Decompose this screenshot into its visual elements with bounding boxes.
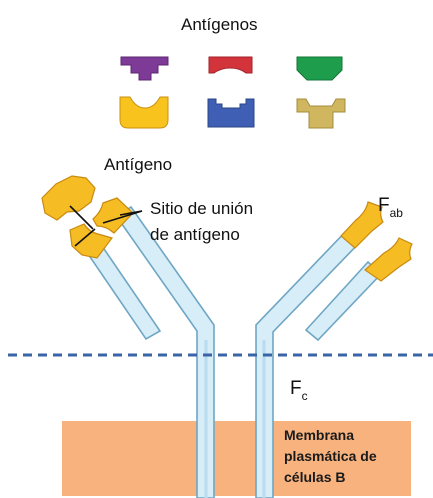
- antigen-purple: [120, 56, 169, 81]
- antigens-title: Antígenos: [181, 15, 258, 34]
- fab-sub: ab: [390, 206, 404, 220]
- antibody: [41, 175, 413, 498]
- pointer-line-4: [74, 228, 96, 247]
- antigen-blue: [207, 98, 255, 128]
- binding-site-label-line-2: de antígeno: [150, 225, 240, 244]
- binding-site-label-line-1: Sitio de unión: [150, 199, 253, 218]
- antigen-red: [208, 56, 253, 74]
- fab-tip-left-lower: [69, 223, 114, 259]
- left-heavy-chain: [115, 205, 215, 498]
- membrane-label-line-2: plasmática de: [284, 448, 377, 464]
- pointer-line-3: [69, 205, 94, 230]
- fab-label: Fab: [378, 195, 403, 220]
- plasma-membrane: [62, 421, 411, 496]
- fab-tip-right-upper: [340, 201, 384, 249]
- antigen-khaki: [296, 98, 346, 129]
- fc-sub: c: [302, 389, 308, 403]
- binding-site-pointers: [69, 205, 143, 247]
- antigen-legend-row-2: [119, 96, 346, 129]
- bound-antigen: [41, 175, 96, 221]
- antigen-green: [296, 56, 343, 81]
- pointer-line-2: [119, 210, 143, 216]
- fab-tip-right-lower: [364, 237, 413, 282]
- antigen-yellow: [119, 96, 169, 129]
- pointer-line-1: [102, 210, 143, 224]
- fc-label: Fc: [290, 378, 308, 403]
- fab-main: F: [378, 195, 390, 216]
- membrane-label-line-1: Membrana: [284, 427, 354, 443]
- fab-tip-left-upper: [92, 197, 134, 234]
- antigen-legend: [120, 56, 343, 81]
- fc-main: F: [290, 378, 302, 399]
- antigen-label: Antígeno: [104, 155, 172, 174]
- membrane-label-line-3: células B: [284, 469, 345, 485]
